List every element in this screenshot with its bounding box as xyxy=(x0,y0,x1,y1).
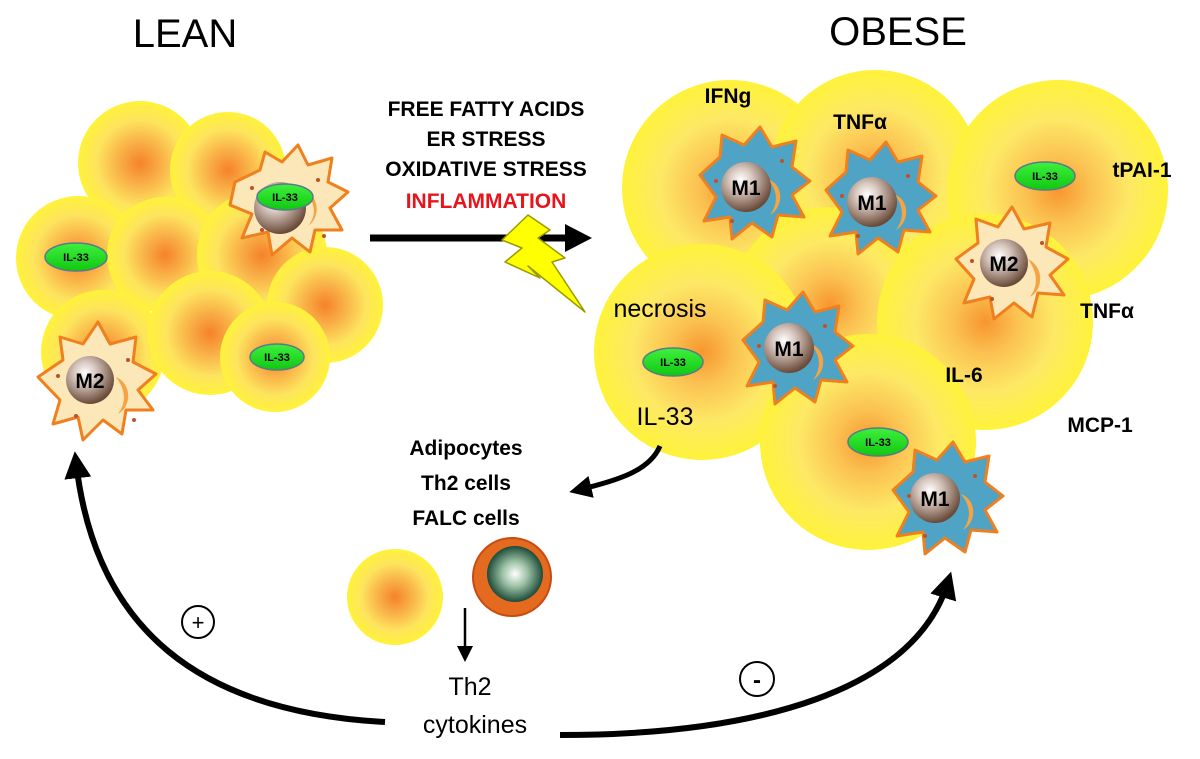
macrophage-m1: M1 xyxy=(698,125,812,241)
title-lean: LEAN xyxy=(133,12,238,56)
target-adipocytes: Adipocytes xyxy=(409,437,522,460)
macrophage-m2-obese: M2 xyxy=(954,205,1070,321)
th2-cytokines-line2: cytokines xyxy=(423,711,527,739)
target-falc-cells: FALC cells xyxy=(412,507,519,530)
title-obese: OBESE xyxy=(829,10,967,54)
plus-label: + xyxy=(192,610,205,635)
m1-label: M1 xyxy=(774,338,803,361)
il33-released-label: IL-33 xyxy=(637,403,694,431)
m2-label: M2 xyxy=(75,370,104,393)
il33-nucleus-label: IL-33 xyxy=(63,252,89,264)
il33-to-targets-arrow xyxy=(569,444,663,498)
inflammation-label: INFLAMMATION xyxy=(406,190,567,213)
cytokine-tpai1: tPAI-1 xyxy=(1112,159,1171,182)
small-adipocyte xyxy=(347,549,443,645)
macrophage-lean-il33: IL-33 xyxy=(228,143,350,257)
cytokine-tnfa-right: TNFα xyxy=(1080,300,1134,323)
necrosis-label: necrosis xyxy=(613,295,706,323)
il33-target-list: Adipocytes Th2 cells FALC cells xyxy=(409,437,522,530)
minus-sign: - xyxy=(739,661,775,697)
m1-label: M1 xyxy=(920,488,949,511)
adipocyte xyxy=(78,101,202,225)
stressor-er-stress: ER STRESS xyxy=(426,128,545,151)
m1-label: M1 xyxy=(857,192,886,215)
th2-cytokines-line1: Th2 xyxy=(448,673,491,701)
falc-to-th2-arrow xyxy=(457,608,473,662)
feedback-arrow-to-obese xyxy=(559,571,957,738)
il33-nucleus: IL-33 xyxy=(249,343,305,371)
m1-label: M1 xyxy=(731,177,760,200)
feedback-arrow-to-lean xyxy=(64,451,386,725)
adipocyte xyxy=(594,244,810,460)
cytokine-ifng: IFNg xyxy=(705,85,752,108)
macrophage-m1: M1 xyxy=(824,140,938,256)
stressor-free-fatty-acids: FREE FATTY ACIDS xyxy=(388,98,585,121)
cytokine-tnfa-top: TNFα xyxy=(833,111,887,134)
lean-to-obese-arrow xyxy=(370,224,592,252)
macrophage-m1: M1 xyxy=(891,440,1005,556)
cytokine-il6: IL-6 xyxy=(945,364,982,387)
il33-nucleus-label: IL-33 xyxy=(660,357,686,369)
il33-nucleus-label: IL-33 xyxy=(1032,171,1058,183)
il33-nucleus: IL-33 xyxy=(1014,161,1076,191)
il33-nucleus: IL-33 xyxy=(642,347,704,377)
lightning-bolt-icon xyxy=(501,214,586,313)
plus-sign: + xyxy=(181,605,215,639)
m2-label: M2 xyxy=(989,253,1018,276)
target-th2-cells: Th2 cells xyxy=(421,472,511,495)
il33-nucleus-label: IL-33 xyxy=(272,192,298,204)
stressor-list: FREE FATTY ACIDS ER STRESS OXIDATIVE STR… xyxy=(385,98,586,213)
stressor-oxidative-stress: OXIDATIVE STRESS xyxy=(385,158,586,181)
macrophage-m1: M1 xyxy=(741,290,855,406)
minus-label: - xyxy=(753,667,761,694)
il33-nucleus-label: IL-33 xyxy=(264,352,290,364)
il33-nucleus: IL-33 xyxy=(847,427,909,457)
macrophage-m2-lean: M2 xyxy=(36,320,158,442)
cytokine-mcp1: MCP-1 xyxy=(1067,414,1133,437)
falc-cell xyxy=(472,537,552,617)
il33-nucleus-label: IL-33 xyxy=(865,437,891,449)
il33-nucleus: IL-33 xyxy=(44,242,108,272)
il33-nuclei: IL-33 IL-33 IL-33 IL-33 IL-33 xyxy=(44,161,1076,457)
